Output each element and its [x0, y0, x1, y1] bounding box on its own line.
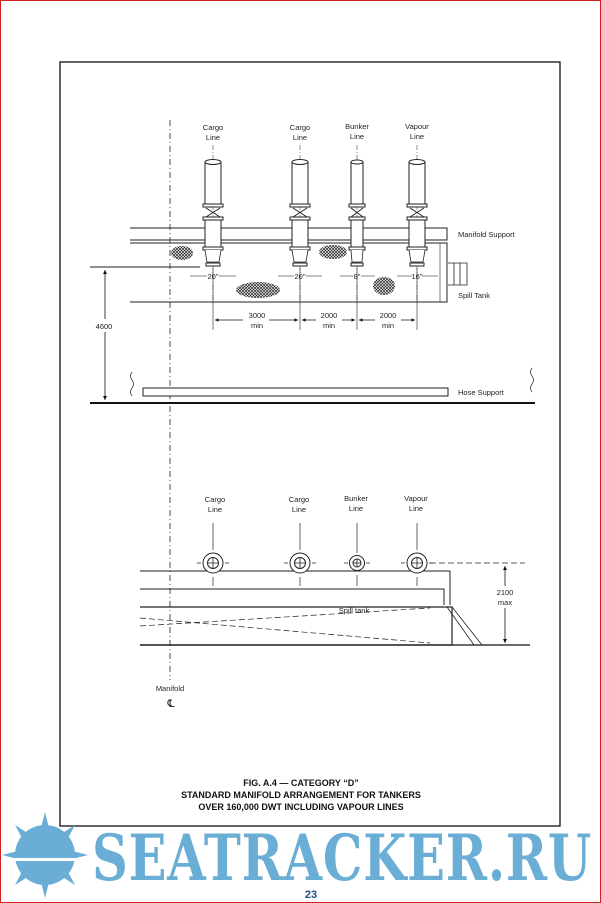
hose-support-label: Hose Support: [458, 388, 505, 397]
line-label: Cargo: [289, 495, 309, 504]
spacing-unit: min: [251, 321, 263, 330]
spacing-unit: min: [382, 321, 394, 330]
figure-caption-title: FIG. A.4 — CATEGORY “D”: [243, 778, 359, 788]
pipe-size: 8": [354, 272, 361, 281]
pipe-size: 16": [411, 272, 422, 281]
spacing-value: 2000: [321, 311, 338, 320]
line-label: Vapour: [404, 494, 428, 503]
spill-tank-label: Spill Tank: [458, 291, 490, 300]
height-dim-unit: max: [498, 598, 512, 607]
line-label-sub: Line: [409, 504, 423, 513]
spill-tank-label: Spill tank: [339, 606, 370, 615]
page-number: 23: [305, 889, 317, 901]
figure-caption-line3: OVER 160,000 DWT INCLUDING VAPOUR LINES: [198, 802, 403, 812]
side-view: 2100 max Spill tank Cargo Line Cargo Lin…: [139, 494, 530, 712]
line-label-sub: Line: [206, 133, 220, 142]
line-label-sub: Line: [349, 504, 363, 513]
figure-caption-line2: STANDARD MANIFOLD ARRANGEMENT FOR TANKER…: [181, 790, 421, 800]
spacing-value: 2000: [380, 311, 397, 320]
line-label-sub: Line: [292, 505, 306, 514]
centerline-symbol: ℄: [166, 698, 174, 710]
pipe-size: 20": [294, 272, 305, 281]
hose-support: [142, 387, 449, 397]
line-label-sub: Line: [208, 505, 222, 514]
top-view: 4600 3000 min 2000 min 2000 min 20" 20" …: [90, 122, 535, 404]
line-label-sub: Line: [293, 133, 307, 142]
height-dim-2100: 2100: [497, 588, 514, 597]
spacing-unit: min: [323, 321, 335, 330]
line-label-sub: Line: [350, 132, 364, 141]
line-label: Vapour: [405, 122, 429, 131]
manifold-label: Manifold: [156, 684, 184, 693]
figure-frame: [59, 61, 561, 827]
watermark-sun-logo: [2, 812, 88, 898]
manifold-support-label: Manifold Support: [458, 230, 516, 239]
line-label-sub: Line: [410, 132, 424, 141]
line-label: Cargo: [203, 123, 223, 132]
line-label: Cargo: [290, 123, 310, 132]
line-label: Cargo: [205, 495, 225, 504]
pipe-size: 20": [207, 272, 218, 281]
line-label: Bunker: [344, 494, 368, 503]
line-label: Bunker: [345, 122, 369, 131]
spacing-value: 3000: [249, 311, 266, 320]
watermark-text: SEATRACKER.RU: [92, 821, 592, 896]
height-dim-4600: 4600: [96, 322, 113, 331]
